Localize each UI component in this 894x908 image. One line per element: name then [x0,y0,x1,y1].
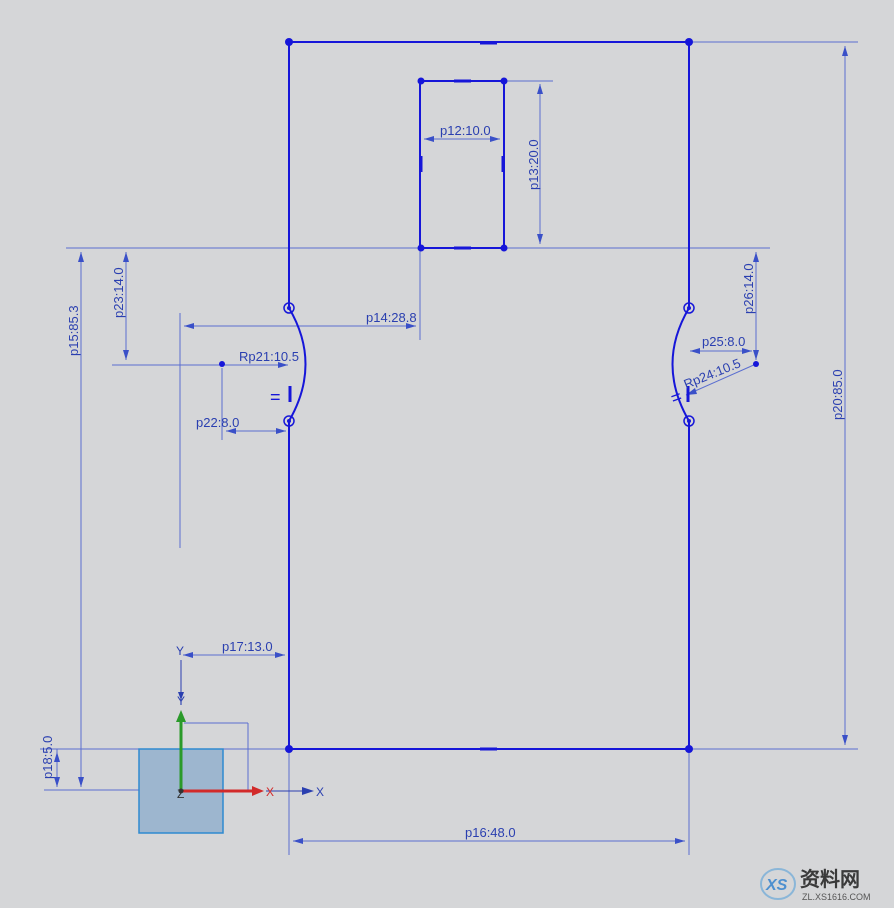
right-arc [671,307,690,422]
dim-p14[interactable]: p14:28.8 [366,310,417,325]
watermark-logo-text: XS [765,877,788,894]
dim-p20[interactable]: p20:85.0 [830,369,845,420]
axis-x-red-label: X [266,785,274,799]
axis-y-small-label: Y [176,644,184,658]
left-arc [288,307,307,422]
sketch-points[interactable] [219,38,759,753]
axis-y-label: Y [177,694,185,708]
dim-p25[interactable]: p25:8.0 [702,334,745,349]
dim-p26[interactable]: p26:14.0 [741,263,756,314]
dim-p15[interactable]: p15:85.3 [66,305,81,356]
dimension-arrowheads [54,46,848,844]
equal-constraint-right: = [668,386,685,408]
dim-p17[interactable]: p17:13.0 [222,639,273,654]
watermark: XS 资料网 ZL.XS1616.COM [760,867,871,902]
y-axis-arrow-icon [176,710,186,722]
inner-slot[interactable] [419,80,505,249]
dim-p21[interactable]: Rp21:10.5 [239,349,299,364]
arc-endpoints[interactable] [283,302,695,427]
dim-p12[interactable]: p12:10.0 [440,123,491,138]
axis-x-label: X [316,785,324,799]
datum-csys[interactable] [138,660,314,834]
watermark-title: 资料网 [800,867,860,891]
constraint-markers [288,41,690,751]
dimension-lines [40,41,858,855]
outer-profile[interactable] [288,41,690,750]
dim-p13[interactable]: p13:20.0 [526,139,541,190]
equal-constraint-left: = [270,387,281,407]
dim-p18[interactable]: p18:5.0 [40,736,55,779]
x-axis-arrow-icon [252,786,264,796]
dim-p22[interactable]: p22:8.0 [196,415,239,430]
dim-p23[interactable]: p23:14.0 [111,267,126,318]
watermark-logo-icon [760,868,796,900]
dim-p16[interactable]: p16:48.0 [465,825,516,840]
axis-z-label: Z [177,787,184,801]
watermark-url: ZL.XS1616.COM [802,892,871,902]
